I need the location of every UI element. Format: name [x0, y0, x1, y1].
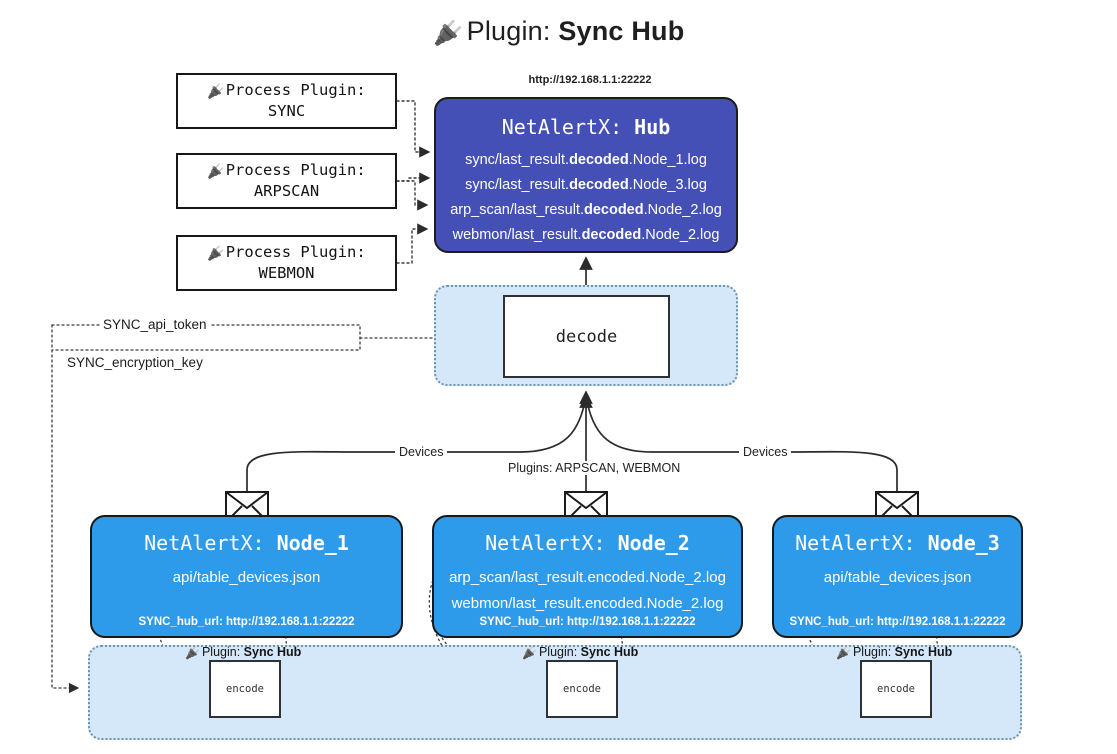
process-plugin-webmon[interactable]: 🔌Process Plugin: WEBMON	[176, 235, 397, 291]
encoder-3-box[interactable]: encode	[860, 660, 932, 718]
hub-log-line: sync/last_result.decoded.Node_1.log	[436, 148, 736, 173]
edge-webmon-to-hub	[396, 223, 429, 264]
node-2-lines: arp_scan/last_result.encoded.Node_2.log …	[434, 565, 741, 617]
process-plugin-arpscan-name: ARPSCAN	[253, 182, 320, 200]
edge-node3-to-decode	[585, 395, 898, 492]
hub-log-post: .Node_1.log	[628, 152, 707, 168]
process-plugin-arpscan[interactable]: 🔌Process Plugin: ARPSCAN	[176, 153, 397, 209]
node-1[interactable]: NetAlertX: Node_1 api/table_devices.json…	[90, 515, 403, 638]
node-2-line: webmon/last_result.encoded.Node_2.log	[451, 595, 724, 612]
plug-icon: 🔌	[207, 164, 225, 180]
process-plugin-webmon-name: WEBMON	[258, 264, 315, 282]
node-2-hub-url: SYNC_hub_url: http://192.168.1.1:22222	[479, 616, 696, 628]
plug-icon: 🔌	[432, 20, 463, 47]
node-3-line: api/table_devices.json	[823, 569, 972, 586]
encoder-1-caption-prefix: Plugin:	[201, 645, 244, 659]
node-3-hub-url: SYNC_hub_url: http://192.168.1.1:22222	[789, 616, 1006, 628]
hub-log-post: .Node_3.log	[628, 177, 707, 193]
secret-label-encryption-key: SYNC_encryption_key	[64, 355, 206, 370]
process-plugin-sync-label: Process Plugin:	[225, 81, 366, 99]
node-2-prefix: NetAlertX:	[485, 531, 618, 555]
node-1-prefix: NetAlertX:	[144, 531, 277, 555]
process-plugin-arpscan-header: 🔌Process Plugin:	[207, 161, 365, 182]
process-plugin-sync[interactable]: 🔌Process Plugin: SYNC	[176, 73, 397, 129]
decode-box[interactable]: decode	[503, 295, 670, 378]
encoder-3-caption-name: Sync Hub	[894, 645, 953, 659]
edge-label-devices-right: Devices	[739, 445, 792, 459]
hub-log-mid: decoded	[569, 152, 629, 168]
plug-icon: 🔌	[207, 246, 225, 262]
node-3-lines: api/table_devices.json	[774, 565, 1021, 591]
hub-log-mid: decoded	[581, 227, 642, 243]
process-plugin-webmon-header: 🔌Process Plugin:	[207, 243, 365, 264]
plug-icon: 🔌	[185, 646, 200, 660]
encoder-3-caption-prefix: Plugin:	[852, 645, 895, 659]
node-1-lines: api/table_devices.json	[92, 565, 401, 591]
hub-log-line: arp_scan/last_result.decoded.Node_2.log	[436, 198, 736, 223]
node-1-title: NetAlertX: Node_1	[92, 531, 401, 555]
encoder-2-caption: 🔌Plugin: Sync Hub	[522, 645, 638, 660]
node-1-line: api/table_devices.json	[172, 569, 321, 586]
edge-label-devices-left: Devices	[395, 445, 448, 459]
hub-log-pre: sync/last_result.	[465, 152, 570, 168]
process-plugin-sync-header: 🔌Process Plugin:	[207, 81, 365, 102]
hub-node[interactable]: NetAlertX: Hub sync/last_result.decoded.…	[434, 97, 738, 253]
hub-log-line: webmon/last_result.decoded.Node_2.log	[436, 223, 736, 248]
hub-log-pre: sync/last_result.	[465, 177, 570, 193]
secret-label-api-token: SYNC_api_token	[100, 317, 210, 332]
encoder-2-box[interactable]: encode	[546, 660, 618, 718]
process-plugin-webmon-label: Process Plugin:	[225, 243, 366, 261]
plug-icon: 🔌	[207, 84, 225, 100]
encoder-1-box[interactable]: encode	[209, 660, 281, 718]
hub-log-post: .Node_2.log	[643, 202, 722, 218]
edge-arpscan-to-hub	[396, 172, 431, 184]
hub-log-mid: decoded	[583, 202, 644, 218]
node-2[interactable]: NetAlertX: Node_2 arp_scan/last_result.e…	[432, 515, 743, 638]
plug-icon: 🔌	[522, 646, 537, 660]
encoder-2-caption-prefix: Plugin:	[538, 645, 581, 659]
node-3-name: Node_3	[927, 531, 1000, 555]
encoder-3-caption: 🔌Plugin: Sync Hub	[836, 645, 952, 660]
encoder-2-caption-name: Sync Hub	[580, 645, 639, 659]
hub-log-pre: arp_scan/last_result.	[450, 202, 584, 218]
hub-log-mid: decoded	[569, 177, 629, 193]
page-title: 🔌Plugin: Sync Hub	[0, 16, 1117, 48]
node-1-name: Node_1	[276, 531, 349, 555]
plug-icon: 🔌	[836, 646, 851, 660]
encoder-1-caption: 🔌Plugin: Sync Hub	[185, 645, 301, 660]
node-2-line: arp_scan/last_result.encoded.Node_2.log	[449, 569, 726, 586]
hub-title-name: Hub	[634, 115, 671, 139]
node-1-hub-url: SYNC_hub_url: http://192.168.1.1:22222	[138, 616, 355, 628]
edge-sync-to-hub	[396, 100, 431, 158]
node-3-prefix: NetAlertX:	[795, 531, 928, 555]
hub-log-pre: webmon/last_result.	[452, 227, 582, 243]
node-2-title: NetAlertX: Node_2	[434, 531, 741, 555]
hub-log-list: sync/last_result.decoded.Node_1.log sync…	[436, 148, 736, 248]
page-title-name: Sync Hub	[558, 16, 685, 46]
hub-title: NetAlertX: Hub	[436, 115, 736, 139]
edge-node1-to-decode	[246, 395, 587, 492]
node-2-name: Node_2	[617, 531, 690, 555]
hub-title-prefix: NetAlertX:	[501, 115, 635, 139]
process-plugin-sync-name: SYNC	[267, 102, 306, 120]
page-title-prefix: Plugin:	[466, 16, 559, 46]
node-3[interactable]: NetAlertX: Node_3 api/table_devices.json…	[772, 515, 1023, 638]
encoder-1-caption-name: Sync Hub	[243, 645, 302, 659]
hub-url-label: http://192.168.1.1:22222	[528, 74, 652, 86]
hub-log-post: .Node_2.log	[641, 227, 720, 243]
edge-arpscan-to-hub-2	[396, 180, 429, 211]
process-plugin-arpscan-label: Process Plugin:	[225, 161, 366, 179]
edge-label-plugins: Plugins: ARPSCAN, WEBMON	[504, 461, 685, 475]
node-3-title: NetAlertX: Node_3	[774, 531, 1021, 555]
hub-log-line: sync/last_result.decoded.Node_3.log	[436, 173, 736, 198]
edge-secrets-to-encoders	[51, 324, 80, 694]
